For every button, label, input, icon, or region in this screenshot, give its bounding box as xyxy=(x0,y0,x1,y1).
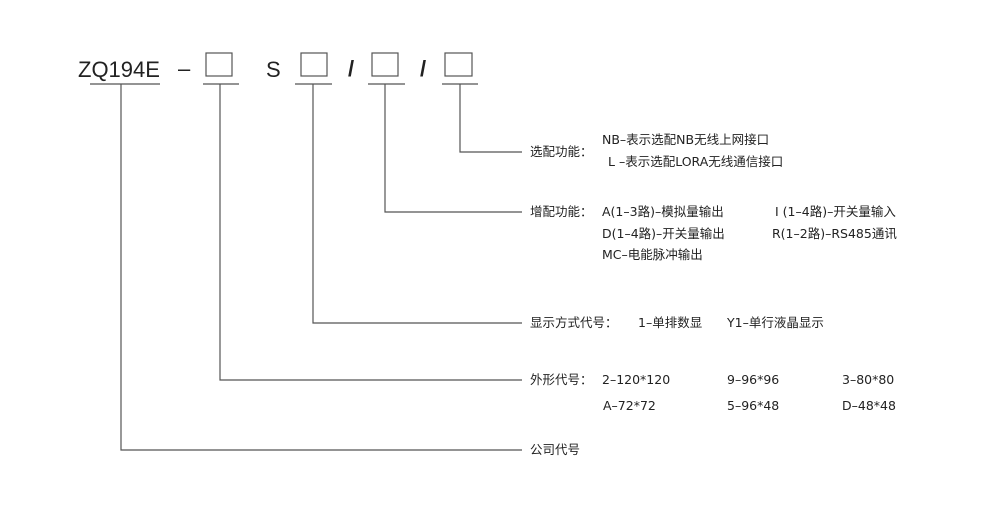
model-slash: / xyxy=(420,56,427,81)
added-item: R(1–2路)–RS485通讯 xyxy=(772,226,897,241)
model-slash: / xyxy=(348,56,355,81)
added-item: D(1–4路)–开关量输出 xyxy=(602,226,725,241)
optional-item: NB–表示选配NB无线上网接口 xyxy=(602,132,770,147)
code-box-optional xyxy=(444,52,473,77)
model-dash: – xyxy=(178,56,191,81)
shape-item: 5–96*48 xyxy=(727,398,780,413)
optional-label: 选配功能： xyxy=(530,144,593,159)
shape-item: 9–96*96 xyxy=(727,372,780,387)
display-item: 1–单排数显 xyxy=(638,315,703,330)
optional-item: L –表示选配LORA无线通信接口 xyxy=(608,154,784,169)
added-item: MC–电能脉冲输出 xyxy=(602,247,703,262)
code-box-display xyxy=(300,52,328,77)
shape-item: 2–120*120 xyxy=(602,372,671,387)
added-label: 增配功能： xyxy=(530,204,593,219)
model-prefix: ZQ194E xyxy=(78,57,160,82)
shape-item: D–48*48 xyxy=(842,398,896,413)
display-label: 显示方式代号： xyxy=(530,315,618,330)
model-s: S xyxy=(266,57,281,82)
display-item: Y1–单行液晶显示 xyxy=(727,315,824,330)
code-box-shape xyxy=(205,52,233,77)
shape-item: 3–80*80 xyxy=(842,372,895,387)
code-box-added xyxy=(371,52,399,77)
shape-label: 外形代号： xyxy=(530,372,593,387)
added-item: I (1–4路)–开关量输入 xyxy=(775,204,896,219)
shape-item: A–72*72 xyxy=(603,398,656,413)
company-label: 公司代号 xyxy=(530,442,581,457)
added-item: A(1–3路)–模拟量输出 xyxy=(602,204,724,219)
